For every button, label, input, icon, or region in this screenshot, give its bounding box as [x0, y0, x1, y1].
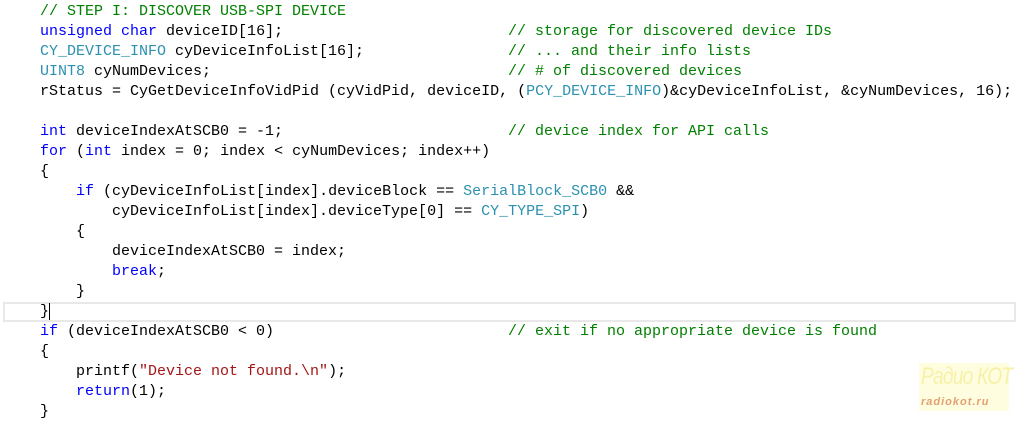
code-token-txt — [40, 263, 112, 280]
code-token-txt: cyDeviceInfoList[index].deviceType[0] == — [40, 203, 482, 220]
code-line[interactable] — [0, 102, 40, 122]
code-token-txt: { — [40, 163, 50, 180]
code-token-txt: )&cyDeviceInfoList, &cyNumDevices, 16); — [661, 83, 1013, 100]
code-token-kw: if — [40, 323, 59, 340]
code-token-type: CY_DEVICE_INFO — [40, 43, 167, 60]
code-token-kw: for — [40, 143, 68, 160]
current-line-highlight — [3, 302, 1016, 322]
code-comment: // exit if no appropriate device is foun… — [508, 323, 878, 340]
code-token-txt: printf( — [40, 363, 140, 380]
code-token-kw: if — [76, 183, 95, 200]
code-token-txt — [40, 183, 76, 200]
code-line[interactable]: unsigned char deviceID[16]; // storage fo… — [0, 22, 832, 42]
code-token-txt: index = 0; index < cyNumDevices; index++… — [112, 143, 491, 160]
code-token-type: UINT8 — [40, 63, 86, 80]
code-line[interactable]: int deviceIndexAtSCB0 = -1; // device ind… — [0, 122, 769, 142]
code-token-txt: deviceID[16]; — [157, 23, 284, 40]
code-line[interactable]: return(1); — [0, 382, 166, 402]
code-token-txt: } — [40, 283, 86, 300]
code-token-kw: int — [40, 123, 68, 140]
code-line[interactable]: { — [0, 222, 85, 242]
code-token-txt: ) — [580, 203, 590, 220]
code-token-cmt: // STEP I: DISCOVER USB-SPI DEVICE — [40, 3, 347, 20]
code-comment: // storage for discovered device IDs — [508, 23, 833, 40]
code-line[interactable]: UINT8 cyNumDevices; // # of discovered de… — [0, 62, 742, 82]
code-line[interactable]: { — [0, 162, 49, 182]
text-cursor — [49, 302, 51, 320]
code-token-txt: { — [40, 223, 86, 240]
code-token-txt: cyNumDevices; — [85, 63, 212, 80]
code-line[interactable]: printf("Device not found.\n"); — [0, 362, 346, 382]
code-line[interactable]: // STEP I: DISCOVER USB-SPI DEVICE — [0, 2, 346, 22]
code-line[interactable]: } — [0, 302, 51, 322]
code-comment: // device index for API calls — [508, 123, 770, 140]
code-token-txt: deviceIndexAtSCB0 = index; — [40, 243, 347, 260]
code-token-kw: unsigned — [40, 23, 113, 40]
code-token-kw: break — [112, 263, 158, 280]
code-token-kw: int — [85, 143, 113, 160]
code-line[interactable]: cyDeviceInfoList[index].deviceType[0] ==… — [0, 202, 589, 222]
code-token-type: PCY_DEVICE_INFO — [526, 83, 662, 100]
code-token-txt: } — [40, 303, 50, 320]
code-line[interactable]: { — [0, 342, 49, 362]
code-line[interactable]: } — [0, 282, 85, 302]
code-line[interactable]: break; — [0, 262, 166, 282]
code-token-txt: (1); — [130, 383, 167, 400]
code-token-txt: (cyDeviceInfoList[index].deviceBlock == — [94, 183, 464, 200]
code-token-kw: char — [121, 23, 158, 40]
code-token-txt: ; — [157, 263, 167, 280]
code-line[interactable]: if (cyDeviceInfoList[index].deviceBlock … — [0, 182, 634, 202]
code-token-txt: rStatus = CyGetDeviceInfoVidPid (cyVidPi… — [40, 83, 527, 100]
code-token-txt: } — [40, 403, 50, 420]
code-line[interactable]: if (deviceIndexAtSCB0 < 0) // exit if no … — [0, 322, 877, 342]
code-comment: // ... and their info lists — [508, 43, 752, 60]
code-token-txt: { — [40, 343, 50, 360]
code-line[interactable]: deviceIndexAtSCB0 = index; — [0, 242, 346, 262]
code-token-txt: && — [607, 183, 635, 200]
code-line[interactable]: } — [0, 402, 49, 422]
code-token-txt: ( — [67, 143, 86, 160]
watermark-logo: Радио КОТ radiokot.ru — [919, 363, 1013, 411]
code-token-txt: deviceIndexAtSCB0 = -1; — [67, 123, 284, 140]
watermark-title: Радио КОТ — [921, 363, 1013, 390]
code-token-type: CY_TYPE_SPI — [481, 203, 581, 220]
code-token-type: SerialBlock_SCB0 — [463, 183, 608, 200]
code-token-str: "Device not found.\n" — [139, 363, 329, 380]
code-line[interactable]: CY_DEVICE_INFO cyDeviceInfoList[16]; // .… — [0, 42, 751, 62]
code-token-txt: (deviceIndexAtSCB0 < 0) — [58, 323, 275, 340]
code-token-txt: cyDeviceInfoList[16]; — [166, 43, 365, 60]
code-comment: // # of discovered devices — [508, 63, 743, 80]
code-token-txt — [112, 23, 121, 40]
code-line[interactable]: for (int index = 0; index < cyNumDevices… — [0, 142, 490, 162]
code-line[interactable]: rStatus = CyGetDeviceInfoVidPid (cyVidPi… — [0, 82, 1012, 102]
code-token-txt: ); — [328, 363, 347, 380]
code-token-kw: return — [76, 383, 131, 400]
watermark-site: radiokot.ru — [921, 396, 990, 408]
code-token-txt — [40, 383, 76, 400]
